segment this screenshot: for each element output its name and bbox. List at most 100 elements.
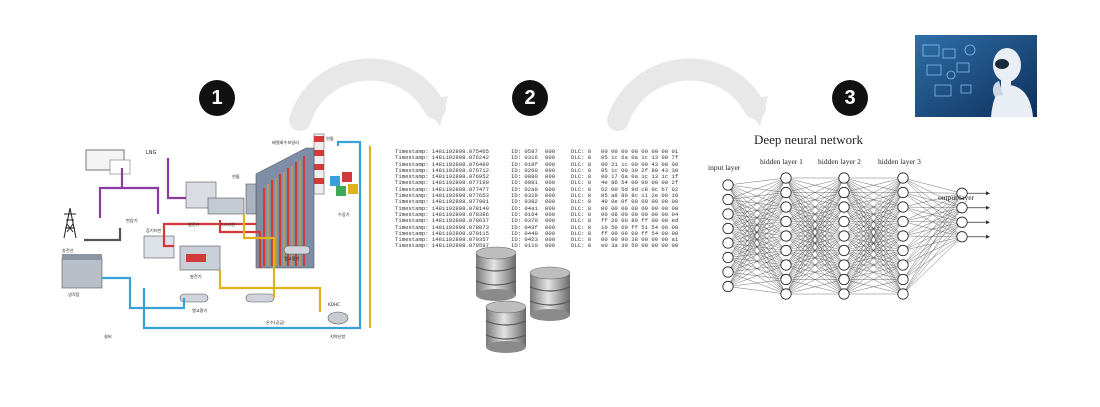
nn-edge: [785, 235, 845, 295]
log-cell-f: 000: [545, 204, 556, 212]
log-cell-ts: Timestamp: 1481192898.076242: [395, 154, 489, 162]
nn-edge: [843, 177, 904, 222]
step-2-badge: 2: [512, 80, 548, 116]
log-cell-dlc: DLC: 8: [571, 204, 592, 212]
log-cell-id: ID: 0587: [511, 148, 538, 155]
nn-node: [897, 186, 909, 199]
svg-text:지역난방: 지역난방: [330, 333, 346, 340]
log-cell-dlc: DLC: 8: [571, 166, 592, 174]
nn-edge: [727, 250, 787, 287]
log-cell-f: 000: [545, 173, 556, 181]
nn-edge: [843, 264, 904, 295]
svg-text:설비: 설비: [104, 333, 112, 340]
nn-node: [780, 172, 792, 184]
nn-edge: [727, 235, 787, 287]
nn-edge: [785, 206, 845, 295]
log-cell-data: 85 a8 80 8c 11 2e 00 10: [601, 192, 679, 200]
nn-output-arrowhead: [986, 191, 990, 196]
database-icons: [475, 246, 571, 353]
plant-label-lng: LNG: [146, 150, 157, 156]
nn-node: [897, 259, 909, 271]
nn-node: [722, 251, 734, 264]
log-cell-data: 00 17 6a 0a 1c 13 1c 1f: [601, 173, 679, 181]
nn-output-arrowhead: [986, 220, 990, 225]
log-cell-dlc: DLC: 8: [571, 210, 592, 218]
nn-node: [838, 244, 850, 257]
log-cell-ts: Timestamp: 1481192898.078149: [395, 204, 489, 212]
nn-node: [897, 172, 909, 184]
nn-edge: [785, 250, 845, 295]
svg-text:변압기: 변압기: [126, 217, 138, 224]
nn-layer-label: hidden layer 2: [818, 157, 861, 166]
nn-edge: [843, 177, 904, 237]
nn-edge: [727, 221, 787, 287]
log-cell-id: ID: 0110: [511, 242, 538, 250]
nn-edge: [727, 177, 787, 258]
nn-edge: [785, 177, 845, 280]
step-1-badge: 1: [199, 80, 235, 116]
nn-edge: [843, 177, 904, 251]
nn-edge: [785, 221, 845, 295]
database-icon: [475, 246, 517, 301]
nn-node: [722, 280, 734, 293]
nn-node: [956, 231, 968, 243]
nn-node: [780, 230, 792, 242]
svg-text:온수(공급): 온수(공급): [266, 320, 285, 326]
nn-edge: [785, 192, 845, 295]
nn-edge: [727, 177, 787, 273]
log-cell-id: ID: 0440: [511, 229, 538, 237]
svg-text:발전기: 발전기: [188, 221, 200, 228]
heat-exchanger-cubes: [330, 172, 358, 196]
log-cell-dlc: DLC: 8: [571, 192, 592, 200]
nn-connections: [727, 177, 963, 295]
log-cell-ts: Timestamp: 1481192898.076952: [395, 173, 489, 181]
log-cell-f: 000: [545, 179, 556, 187]
nn-node: [897, 288, 909, 300]
database-icon: [485, 300, 527, 353]
nn-title: Deep neural network: [754, 132, 864, 147]
nn-edge: [785, 264, 845, 295]
nn-edge: [727, 286, 787, 295]
log-cell-ts: Timestamp: 1481192898.078386: [395, 210, 489, 218]
nn-node: [722, 222, 734, 235]
log-cell-data: 40 0e 0f 00 00 00 00 00: [601, 198, 679, 206]
log-cell-dlc: DLC: 8: [571, 198, 592, 206]
log-cell-id: ID: 02a0: [511, 185, 538, 193]
svg-text:연돌: 연돌: [326, 135, 334, 141]
nn-edge: [785, 177, 845, 237]
nn-node: [838, 201, 850, 213]
svg-text:송전선: 송전선: [62, 247, 74, 253]
nn-node: [956, 187, 968, 199]
log-cell-data: 00 08 00 00 00 00 00 04: [601, 210, 679, 218]
ai-robot-image: [915, 35, 1037, 117]
log-cell-dlc: DLC: 8: [571, 148, 592, 155]
log-cell-ts: Timestamp: 1481192898.079115: [395, 229, 489, 237]
log-cell-data: 00 21 1c 00 00 43 00 00: [601, 160, 679, 168]
log-cell-f: 000: [545, 242, 556, 250]
nn-node: [722, 266, 734, 278]
nn-node: [780, 201, 792, 213]
log-cell-id: ID: 0080: [511, 173, 538, 181]
nn-edge: [843, 206, 904, 295]
log-cell-id: ID: 018f: [511, 160, 538, 168]
log-cell-dlc: DLC: 8: [571, 242, 592, 250]
log-cell-ts: Timestamp: 1481192898.075465: [395, 148, 489, 155]
log-cell-ts: Timestamp: 1481192898.077190: [395, 179, 489, 187]
log-cell-dlc: DLC: 8: [571, 185, 592, 193]
nn-edge: [902, 207, 963, 295]
nn-edge: [902, 222, 963, 295]
log-cell-id: ID: 0081: [511, 179, 538, 187]
log-cell-ts: Timestamp: 1481192898.078873: [395, 223, 489, 231]
nn-edge: [785, 279, 845, 295]
nn-edge: [727, 177, 787, 244]
log-cell-data: ff 00 00 00 ff 54 09 00: [601, 229, 679, 237]
